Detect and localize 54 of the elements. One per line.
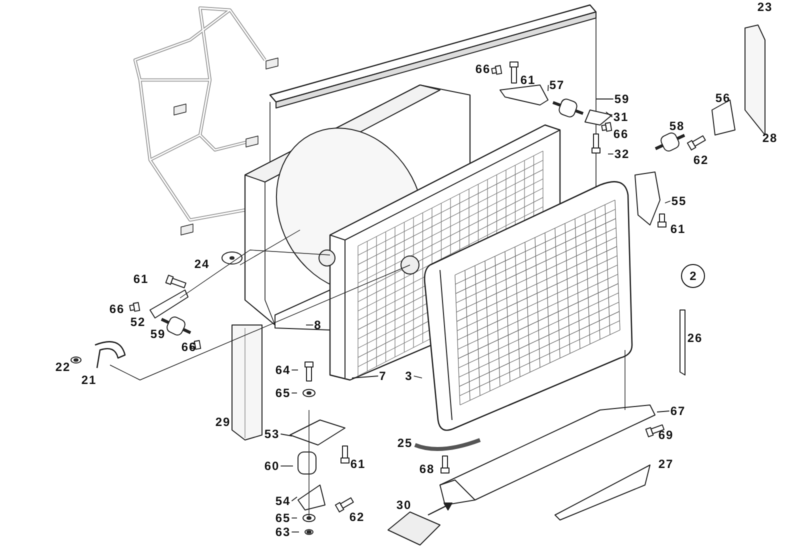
callout-number: 61 (669, 223, 687, 235)
callout-number: 66 (474, 63, 492, 75)
leader-line (291, 496, 298, 502)
callout-number: 24 (193, 258, 211, 270)
callout-number: 59 (613, 93, 631, 105)
callout-number: 53 (263, 428, 281, 440)
callout-number: 59 (149, 328, 167, 340)
callout-number: 31 (612, 111, 630, 123)
callout-number: 8 (313, 319, 323, 331)
callout-number: 21 (80, 374, 98, 386)
leader-line (596, 98, 614, 100)
callout-number: 57 (548, 79, 566, 91)
callout-number: 29 (214, 416, 232, 428)
callout-number: 25 (396, 437, 414, 449)
callout-number: 23 (756, 1, 774, 13)
callout-number: 54 (274, 495, 292, 507)
callout-number: 26 (686, 332, 704, 344)
leader-line (548, 84, 549, 92)
callout-number: 69 (657, 429, 675, 441)
leader-line (656, 410, 670, 412)
callout-number: 55 (670, 195, 688, 207)
callout-number: 65 (274, 512, 292, 524)
callout-number: 22 (54, 361, 72, 373)
callout-number: 3 (404, 370, 414, 382)
callout-number: 66 (108, 303, 126, 315)
callout-number: 66 (612, 128, 630, 140)
callout-number: 28 (761, 132, 779, 144)
callout-number: 65 (274, 387, 292, 399)
callout-number: 60 (263, 460, 281, 472)
callout-number: 68 (418, 463, 436, 475)
callout-number: 30 (395, 499, 413, 511)
leader-line (280, 434, 292, 436)
callout-number: 7 (378, 370, 388, 382)
callout-number: 66 (180, 341, 198, 353)
callout-number: 63 (274, 526, 292, 538)
leader-line (664, 200, 671, 204)
leader-line (413, 376, 422, 378)
callout-number: 61 (132, 273, 150, 285)
callout-number: 27 (657, 458, 675, 470)
callout-number: 61 (519, 74, 537, 86)
callout-number: 67 (669, 405, 687, 417)
callout-number: 61 (349, 458, 367, 470)
leader-line (352, 376, 379, 378)
callout-number: 62 (692, 154, 710, 166)
leader-line (291, 392, 298, 394)
callout-number: 64 (274, 364, 292, 376)
callout-number: 56 (714, 92, 732, 104)
callout-number: 58 (668, 120, 686, 132)
leader-line (306, 324, 314, 326)
callout-number: 62 (348, 511, 366, 523)
circled-view-number: 2 (681, 264, 705, 288)
leader-line (606, 112, 613, 118)
callout-number: 52 (129, 316, 147, 328)
callout-number: 32 (613, 148, 631, 160)
